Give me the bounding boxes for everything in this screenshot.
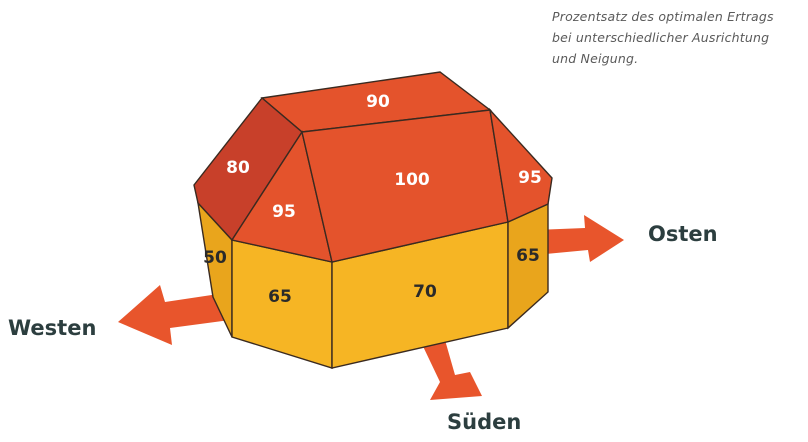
value-wall-east: 65 xyxy=(516,246,540,266)
value-wall-south-main: 70 xyxy=(413,282,437,302)
value-roof-south-main: 100 xyxy=(394,170,430,190)
arrow-south xyxy=(420,340,482,400)
value-wall-west-outer: 50 xyxy=(203,248,227,268)
label-east: Osten xyxy=(648,222,718,246)
value-wall-south-west: 65 xyxy=(268,287,292,307)
value-roof-south-west: 95 xyxy=(272,202,296,222)
value-roof-top: 90 xyxy=(366,92,390,112)
label-west: Westen xyxy=(8,316,96,340)
value-roof-east: 95 xyxy=(518,168,542,188)
label-south: Süden xyxy=(447,410,521,434)
value-roof-hip-west: 80 xyxy=(226,158,250,178)
wall-east xyxy=(508,204,548,328)
